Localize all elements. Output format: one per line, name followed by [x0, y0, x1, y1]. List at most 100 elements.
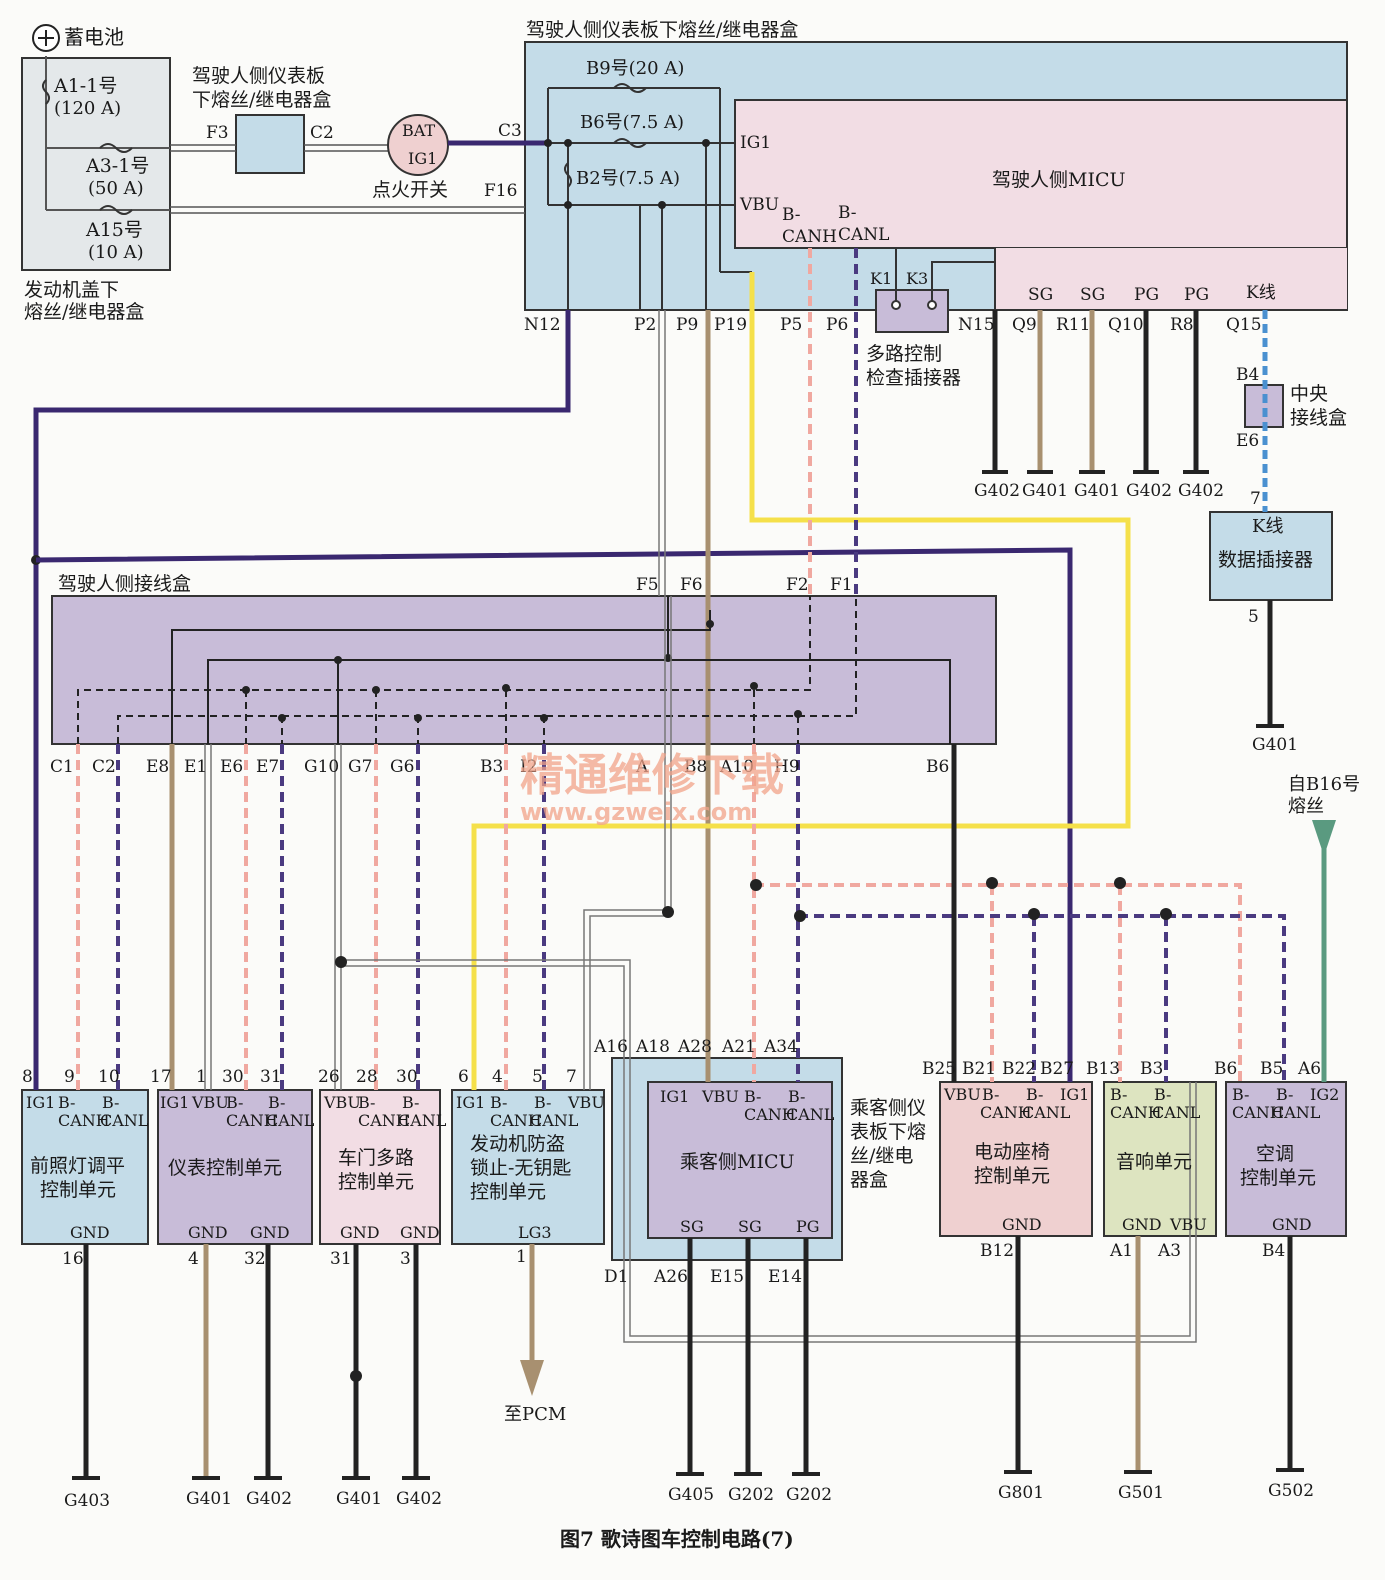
- m1-ground-2: G402: [246, 1489, 292, 1509]
- m7-gnd-pin: B4: [1262, 1241, 1285, 1261]
- pin-p9: P9: [676, 315, 698, 335]
- m2-name-2: 控制单元: [338, 1171, 414, 1193]
- m7-pin-b5: B5: [1260, 1059, 1283, 1079]
- m6-pin-a1: A1: [1109, 1241, 1133, 1261]
- jb-pin-f1: F1: [830, 575, 853, 595]
- dlc-subtitle: 数据插接器: [1218, 549, 1313, 571]
- dash-small-box: [235, 114, 305, 174]
- m4-name: 乘客侧MICU: [680, 1151, 795, 1173]
- jb-pin-e1: E1: [184, 757, 207, 777]
- m3-pin-4: 4: [492, 1067, 503, 1087]
- driver-junction-box: [51, 595, 997, 745]
- module-instrument: [157, 1089, 313, 1245]
- m7-pin-a6: A6: [1297, 1059, 1321, 1079]
- m4-canl: CANL: [786, 1105, 835, 1124]
- engine-box-title-1: 发动机盖下: [24, 279, 119, 301]
- micu-sg-1: SG: [1028, 285, 1053, 305]
- micu-vbu: VBU: [739, 195, 779, 215]
- m1-ig1: IG1: [160, 1093, 189, 1112]
- m1-canl: CANL: [266, 1111, 315, 1130]
- m7-name-2: 控制单元: [1240, 1167, 1316, 1189]
- central-junction-box: [1244, 384, 1284, 428]
- m5-b1: B-: [982, 1085, 999, 1104]
- m5-pin-b27: B27: [1040, 1059, 1074, 1079]
- fuse-a3-rating: (50 A): [88, 178, 144, 199]
- m1-gnd-2: GND: [250, 1223, 290, 1242]
- m7-canl: CANL: [1272, 1103, 1321, 1122]
- module-door-mux: [319, 1089, 441, 1245]
- micu-canl-1: B-: [838, 203, 857, 223]
- m5-ig1: IG1: [1060, 1085, 1089, 1104]
- m6-name: 音响单元: [1116, 1151, 1192, 1173]
- m3-vbu: VBU: [567, 1093, 605, 1112]
- m2-b2: B-: [402, 1093, 419, 1112]
- fuse-b6: B6号(7.5 A): [580, 112, 684, 133]
- m4-sg-1: SG: [680, 1217, 704, 1236]
- pin-n12: N12: [524, 315, 561, 335]
- m4-pin-a16: A16: [593, 1037, 628, 1057]
- dlc-pin-top: 7: [1250, 489, 1261, 509]
- m4-pin-e14: E14: [768, 1267, 802, 1287]
- m3-canh: CANH: [490, 1111, 542, 1130]
- fuse-a15-name: A15号: [85, 219, 143, 241]
- m0-pin-10: 10: [98, 1067, 120, 1087]
- dash-small-title-2: 下熔丝/继电器盒: [192, 89, 331, 111]
- jb-pin-b8: B8: [684, 757, 707, 777]
- pin-n15: N15: [958, 315, 995, 335]
- b16-note-line2: 熔丝: [1288, 796, 1324, 817]
- pin-c2-small: C2: [310, 123, 334, 143]
- fuse-b2: B2号(7.5 A): [576, 168, 680, 189]
- ground-top-4: G402: [1126, 481, 1172, 501]
- m1-pin-1: 1: [196, 1067, 207, 1087]
- jb-pin-g10: G10: [304, 757, 339, 777]
- m4-pin-a34: A34: [763, 1037, 798, 1057]
- dash-box-title: 驾驶人侧仪表板下熔丝/继电器盒: [526, 19, 798, 41]
- mux-connector-line2: 检查插接器: [866, 367, 961, 389]
- m2-canh: CANH: [358, 1111, 410, 1130]
- ground-top-3: G401: [1074, 481, 1120, 501]
- dlc-ground: G401: [1252, 735, 1298, 755]
- m6-vbu: VBU: [1169, 1215, 1207, 1234]
- mux-check-connector: [875, 289, 949, 333]
- figure-caption: 图7 歌诗图车控制电路(7): [560, 1527, 794, 1551]
- m4-pin-e15: E15: [710, 1267, 744, 1287]
- m5-ground: G801: [998, 1483, 1044, 1503]
- pin-p19: P19: [714, 315, 747, 335]
- m2-pin-28: 28: [356, 1067, 378, 1087]
- m0-gnd: GND: [70, 1223, 110, 1242]
- m4-ground-1: G405: [668, 1485, 714, 1505]
- m3-ig1: IG1: [456, 1093, 485, 1112]
- m1-canh: CANH: [226, 1111, 278, 1130]
- pin-c3: C3: [498, 121, 522, 141]
- pin-r11: R11: [1056, 315, 1090, 335]
- m6-b1: B-: [1110, 1085, 1127, 1104]
- m5-gnd: GND: [1002, 1215, 1042, 1234]
- pin-k1: K1: [870, 269, 892, 288]
- module-climate: [1225, 1081, 1347, 1237]
- b16-note-line1: 自B16号: [1288, 774, 1360, 795]
- m6-pin-a3: A3: [1157, 1241, 1181, 1261]
- module-passenger-micu: [647, 1081, 833, 1239]
- passenger-box-line1: 乘客侧仪: [850, 1097, 926, 1119]
- passenger-box-line4: 器盒: [850, 1169, 888, 1191]
- m3-pin-5: 5: [532, 1067, 543, 1087]
- jb-pin-b6: B6: [926, 757, 949, 777]
- m4-sg-2: SG: [738, 1217, 762, 1236]
- jb-pin-g7: G7: [348, 757, 372, 777]
- m0-gnd-pin: 16: [62, 1249, 84, 1269]
- m0-name-2: 控制单元: [40, 1179, 116, 1201]
- m6-pin-b3: B3: [1140, 1059, 1163, 1079]
- m1-pin-17: 17: [150, 1067, 172, 1087]
- to-pcm-label: 至PCM: [504, 1404, 566, 1425]
- ignition-ig1: IG1: [408, 149, 437, 168]
- module-audio: [1103, 1081, 1217, 1237]
- m2-gnd-pin-1: 31: [330, 1249, 352, 1269]
- watermark-cn: 精通维修下载: [520, 750, 784, 801]
- m2-name-1: 车门多路: [338, 1147, 414, 1169]
- m2-b1: B-: [358, 1093, 375, 1112]
- m1-pin-31: 31: [260, 1067, 282, 1087]
- m4-b1: B-: [744, 1087, 761, 1106]
- pin-e6-central: E6: [1236, 431, 1259, 451]
- m2-gnd-2: GND: [400, 1223, 440, 1242]
- m1-b2: B-: [268, 1093, 285, 1112]
